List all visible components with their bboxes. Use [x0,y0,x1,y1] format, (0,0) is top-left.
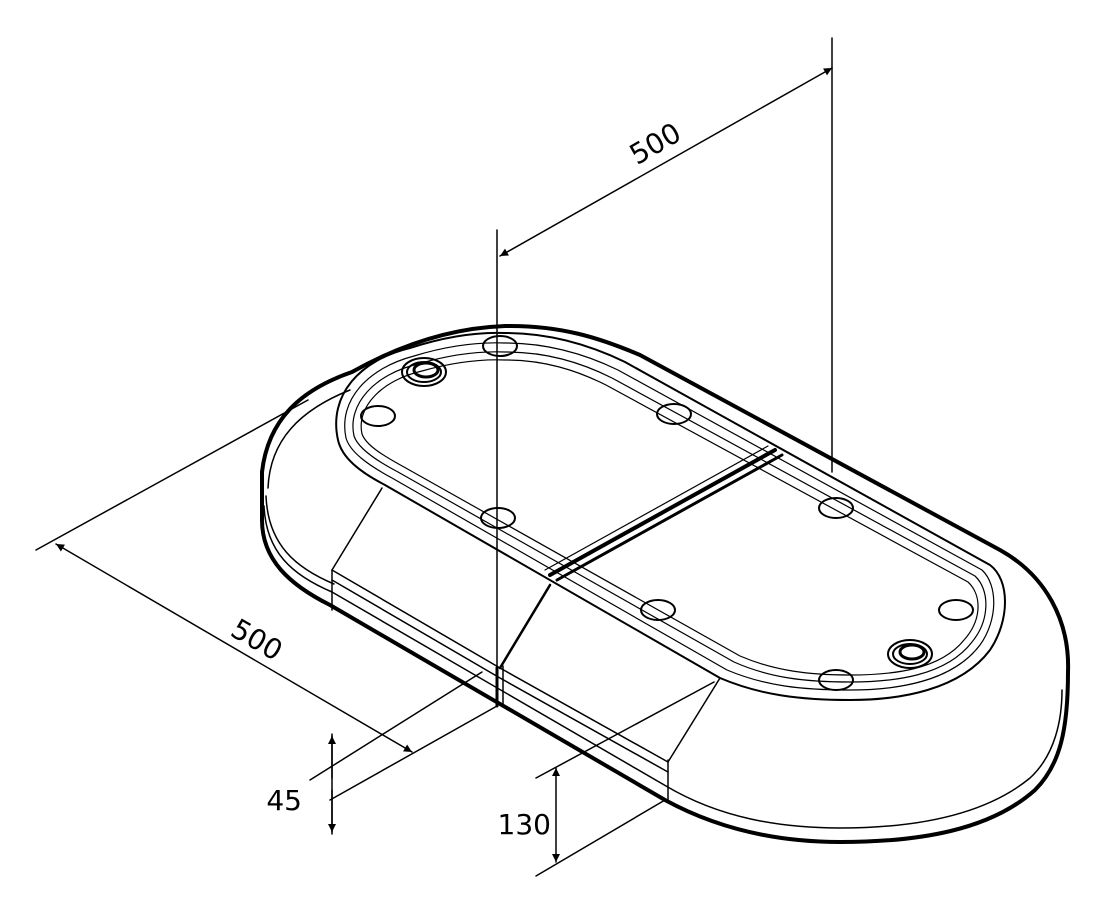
bevel-left [331,487,383,571]
dimension-lines [55,67,833,863]
bolt-holes [360,335,974,691]
extension-lines [35,37,833,877]
outer-rim-bottom [260,470,1070,844]
dim-label-45: 45 [266,784,302,817]
counterbore-hole-icon [887,639,933,669]
dimension-labels: 500 500 45 130 [225,116,686,841]
counterbore-hole-icon [401,357,447,387]
rim-line-2 [263,505,1063,829]
bolt-hole-icon [482,335,518,357]
split-line-b [555,453,784,582]
rim-line-3 [265,495,335,585]
top-plate-outer [335,331,1006,701]
outer-rim-top [260,323,1071,674]
dim-label-side-500: 500 [225,612,288,667]
top-plate-ring-3 [360,359,979,676]
bolt-hole-icon [818,669,854,691]
rim-line-1 [267,389,351,489]
bolt-hole-icon [360,405,396,427]
bevel-right [667,677,721,763]
bolt-hole-icon [818,497,854,519]
dim-label-top-500: 500 [624,116,687,171]
dim-line-top-500 [499,67,833,257]
bolt-hole-icon [656,403,692,425]
bolt-hole-icon [938,599,974,621]
dim-label-130: 130 [498,808,551,841]
counterbored-holes [401,357,933,669]
top-plate-ring-1 [344,342,995,691]
bolt-hole-icon [640,599,676,621]
split-line-c [544,445,769,571]
split-line-a [548,448,777,577]
bolt-hole-icon [480,507,516,529]
front-face-shelf [331,579,669,773]
base-body [260,323,1071,844]
bevel-center [498,583,552,670]
dim-line-side-500 [55,543,413,753]
top-plate [335,331,1006,701]
